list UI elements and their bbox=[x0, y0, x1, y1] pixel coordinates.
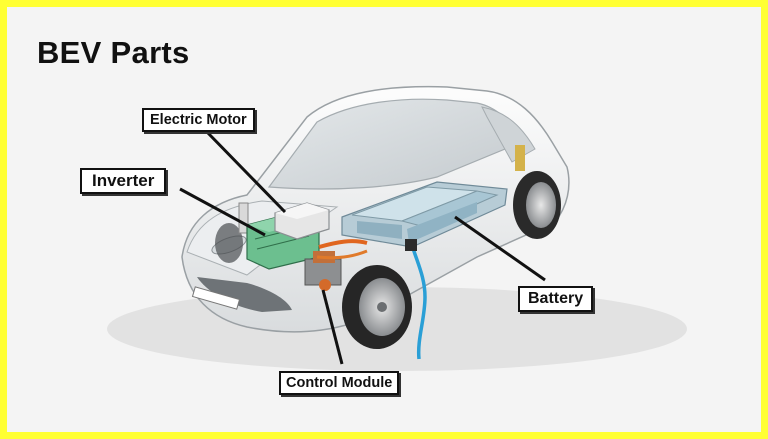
rear-suspension bbox=[515, 145, 525, 171]
bev-car-illustration bbox=[107, 85, 687, 371]
pointer-inverter bbox=[179, 187, 266, 237]
charging-cable bbox=[410, 244, 427, 360]
hv-cable-2 bbox=[316, 249, 368, 260]
label-electric-motor: Electric Motor bbox=[142, 108, 255, 132]
pointer-electric-motor bbox=[205, 130, 287, 214]
rear-rim bbox=[526, 182, 556, 228]
front-suspension bbox=[238, 202, 249, 234]
label-battery: Battery bbox=[518, 286, 594, 312]
hv-cable bbox=[318, 239, 368, 249]
pointer-battery bbox=[454, 215, 546, 282]
car-front-grille bbox=[197, 277, 292, 312]
control-module-unit bbox=[304, 251, 342, 291]
pointer-control-module bbox=[321, 289, 344, 365]
diagram-frame: BEV Parts Electric Motor Inverter Batter… bbox=[7, 7, 761, 432]
battery-pack bbox=[341, 181, 508, 248]
charge-port bbox=[405, 239, 417, 251]
license-plate bbox=[191, 286, 241, 310]
electric-motor-unit bbox=[274, 202, 330, 240]
label-control-module: Control Module bbox=[279, 371, 400, 395]
page-title: BEV Parts bbox=[37, 35, 190, 70]
far-front-tire bbox=[215, 223, 243, 263]
label-inverter: Inverter bbox=[80, 168, 167, 194]
